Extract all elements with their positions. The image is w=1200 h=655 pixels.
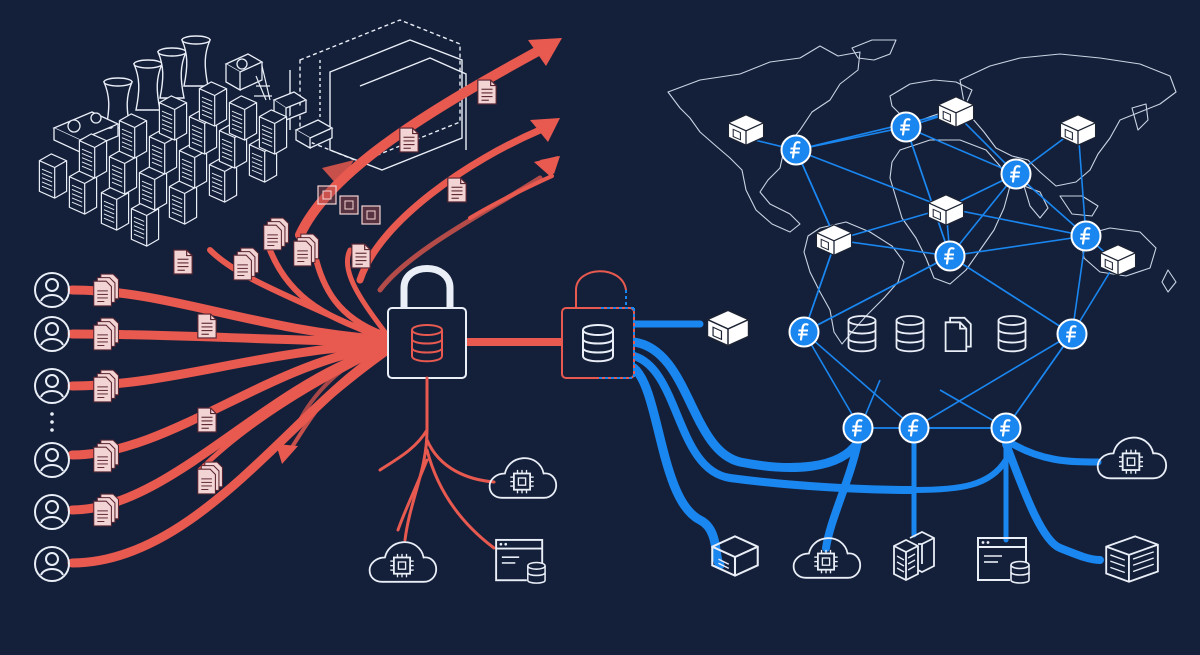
files-icon [944, 316, 972, 353]
storage-box-icon [927, 194, 965, 226]
cloud-chip-icon [488, 457, 558, 499]
database-icon [895, 315, 925, 353]
decentralized-data-flows [629, 320, 1104, 570]
user-column [34, 272, 70, 582]
filecoin-node-icon [788, 316, 820, 348]
filecoin-node-icon [780, 134, 812, 166]
filecoin-node-icon [842, 412, 874, 444]
filecoin-node-icon [1070, 220, 1102, 252]
more-users-ellipsis [50, 412, 54, 432]
filecoin-node-icon [890, 111, 922, 143]
app-database-icon [977, 537, 1031, 584]
storage-row [847, 315, 1027, 353]
red-chip-cubes [317, 185, 381, 225]
filecoin-node-icon [1056, 318, 1088, 350]
locked-database-icon [378, 265, 562, 550]
user-icon [34, 442, 70, 478]
storage-box-icon [1059, 114, 1097, 146]
filecoin-node-icon [990, 412, 1022, 444]
outgoing-arrowheads [276, 38, 562, 464]
filecoin-node-icon [898, 412, 930, 444]
user-icon [34, 368, 70, 404]
storage-box-icon [815, 224, 853, 256]
user-icon [34, 546, 70, 582]
cloud-chip-icon [368, 541, 438, 583]
world-map-icon [667, 39, 1177, 345]
filecoin-nodes [780, 111, 1102, 444]
filecoin-node-icon [934, 240, 966, 272]
storage-box-icon [937, 96, 975, 128]
building-icon [1105, 535, 1159, 583]
database-icon [997, 315, 1027, 353]
storage-box-icon [706, 309, 750, 347]
user-icon [34, 494, 70, 530]
unlocked-database-icon [561, 270, 635, 379]
app-database-icon [495, 538, 548, 585]
storage-box-icon [1099, 244, 1137, 276]
datacenter-icon [38, 19, 467, 247]
user-icon [34, 316, 70, 352]
server-rack-icon [893, 531, 935, 581]
cloud-chip-icon [1096, 436, 1168, 480]
user-icon [34, 272, 70, 308]
filecoin-node-icon [1000, 158, 1032, 190]
